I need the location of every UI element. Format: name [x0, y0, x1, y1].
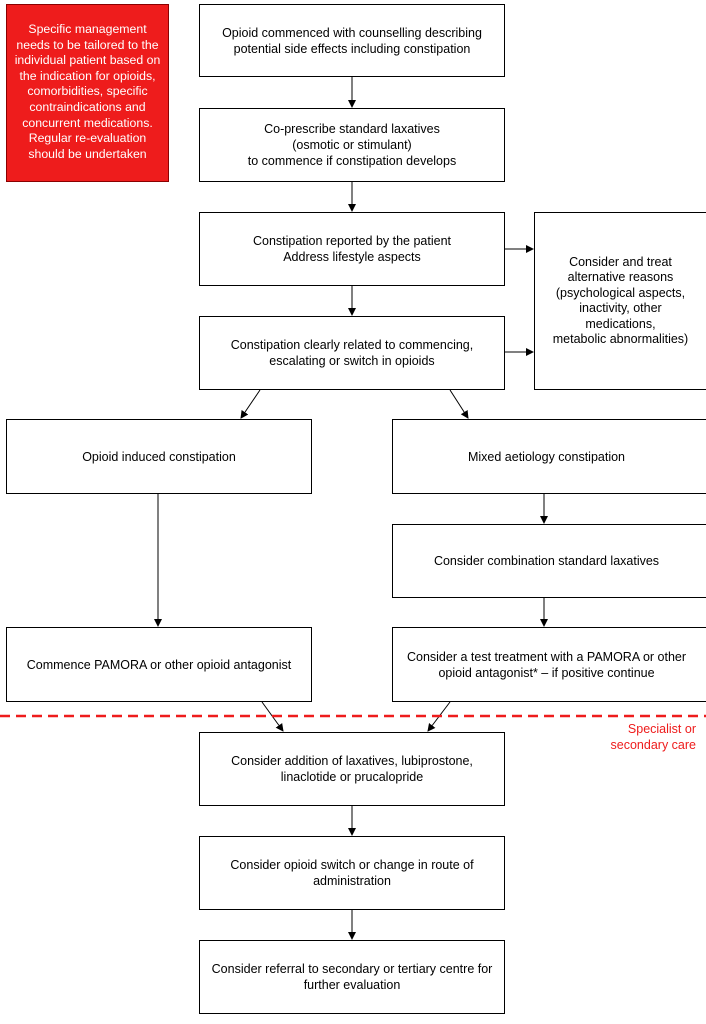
note-line: contraindications and [29, 99, 146, 114]
box-text-line: Constipation clearly related to commenci… [230, 338, 474, 352]
note-line: Specific management [28, 22, 147, 36]
box-text-line: Constipation reported by the patient [252, 234, 452, 248]
box-text-line: medications, [585, 316, 656, 331]
arrow-related-to-mixed [449, 389, 469, 419]
note-line: concurrent medications. [22, 115, 153, 130]
co-prescribe-laxatives-box: Co-prescribe standard laxatives (osmotic… [199, 108, 505, 182]
constipation-reported-box: Constipation reported by the patient Add… [199, 212, 505, 286]
zone-label-line: secondary care [610, 738, 696, 752]
box-text-line: opioid antagonist* – if positive continu… [438, 665, 655, 680]
box-text-line: potential side effects including constip… [233, 41, 471, 56]
note-line: individual patient based on [14, 53, 161, 68]
box-text-line: escalating or switch in opioids [269, 354, 435, 368]
box-text-line: Consider referral to secondary or tertia… [211, 962, 493, 976]
combination-laxatives-box: Consider combination standard laxatives [392, 524, 706, 598]
box-text-line: to commence if constipation develops [247, 154, 457, 168]
opioid-switch-box: Consider opioid switch or change in rout… [199, 836, 505, 910]
note-line: Regular re-evaluation [28, 131, 147, 146]
alternative-reasons-box: Consider and treat alternative reasons (… [534, 212, 706, 390]
test-treatment-box: Consider a test treatment with a PAMORA … [392, 627, 706, 702]
box-text-line: Consider combination standard laxatives [433, 554, 660, 568]
box-text-line: Mixed aetiology constipation [467, 449, 626, 464]
box-text-line: (osmotic or stimulant) [292, 138, 412, 152]
box-text-line: (psychological aspects, [555, 285, 686, 300]
box-text-line: metabolic abnormalities) [552, 332, 689, 346]
box-text-line: inactivity, other [579, 301, 662, 315]
box-text-line: alternative reasons [567, 270, 674, 284]
specialist-care-label: Specialist or secondary care [604, 721, 696, 753]
box-text-line: Commence PAMORA or other opioid antagoni… [26, 657, 292, 672]
opioid-induced-constipation-box: Opioid induced constipation [6, 419, 312, 494]
zone-label-line: Specialist or [627, 722, 696, 736]
note-line: the indication for opioids, [19, 68, 156, 83]
box-text-line: Consider a test treatment with a PAMORA … [406, 649, 687, 664]
note-line: needs to be tailored to the [16, 37, 159, 52]
box-text-line: administration [313, 874, 391, 888]
box-text-line: further evaluation [303, 978, 401, 992]
box-text-line: Opioid commenced with counselling descri… [222, 25, 482, 40]
box-text-line: Co-prescribe standard laxatives [264, 122, 440, 136]
mixed-aetiology-box: Mixed aetiology constipation [392, 419, 706, 494]
opioid-commenced-box: Opioid commenced with counselling descri… [199, 4, 505, 77]
commence-pamora-box: Commence PAMORA or other opioid antagoni… [6, 627, 312, 702]
management-note: Specific management needs to be tailored… [6, 4, 169, 182]
addition-laxatives-box: Consider addition of laxatives, lubipros… [199, 732, 505, 806]
box-text-line: Address lifestyle aspects [283, 250, 421, 264]
box-text-line: Consider and treat [569, 254, 672, 269]
box-text-line: linaclotide or prucalopride [280, 770, 424, 784]
box-text-line: Consider addition of laxatives, lubipros… [231, 754, 473, 768]
arrow-related-to-oic [240, 389, 261, 419]
box-text-line: Opioid induced constipation [82, 449, 236, 464]
clearly-related-box: Constipation clearly related to commenci… [199, 316, 505, 390]
note-line: should be undertaken [28, 146, 147, 161]
note-line: comorbidities, specific [27, 84, 148, 99]
box-text-line: Consider opioid switch or change in rout… [230, 858, 474, 872]
referral-box: Consider referral to secondary or tertia… [199, 940, 505, 1014]
